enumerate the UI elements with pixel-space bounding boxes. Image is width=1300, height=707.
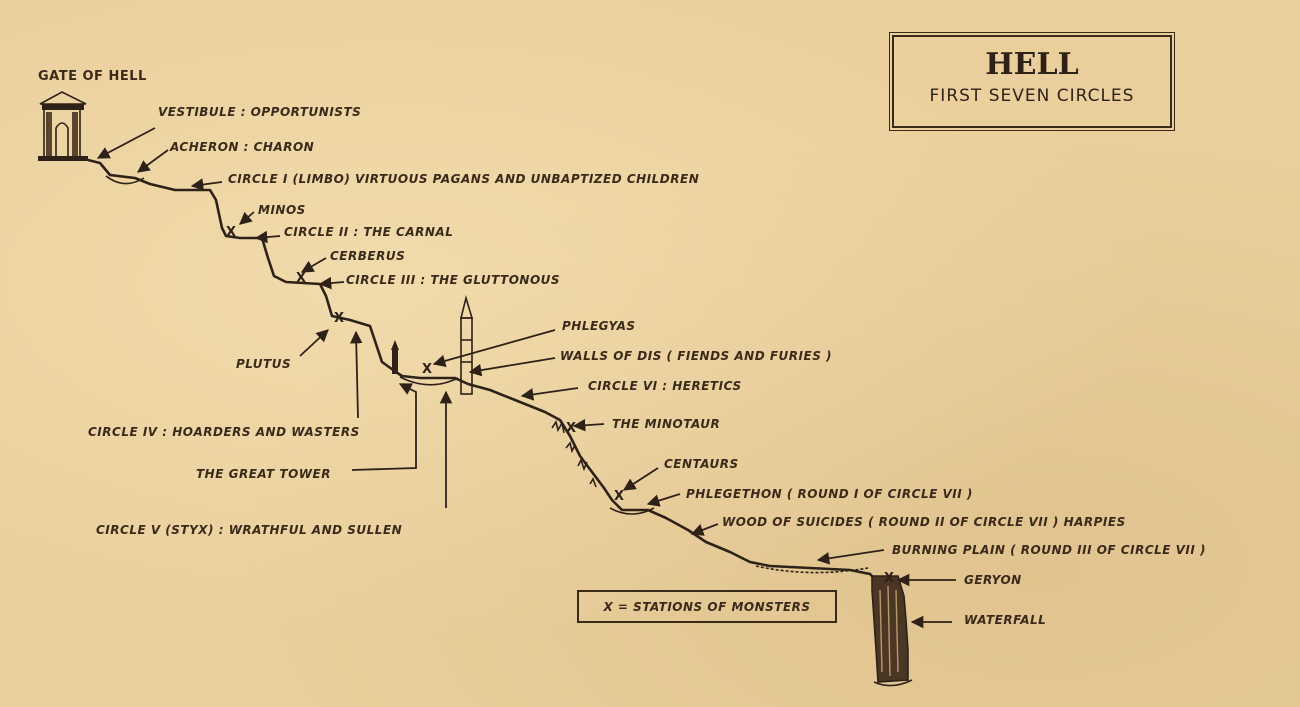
plutus-station-mark: X [334, 311, 344, 326]
label-cerberus: CERBERUS [330, 249, 405, 263]
cerberus-station-mark: X [296, 271, 306, 286]
label-acheron: ACHERON : CHARON [169, 140, 314, 154]
legend-text: X = STATIONS OF MONSTERS [603, 599, 811, 614]
label-wood-of-suicides: WOOD OF SUICIDES ( ROUND II OF CIRCLE VI… [722, 515, 1126, 529]
acheron-river [105, 175, 145, 185]
label-circle-3: CIRCLE III : THE GLUTTONOUS [346, 273, 560, 287]
waterfall-icon [871, 575, 913, 687]
label-circle-4: CIRCLE IV : HOARDERS AND WASTERS [88, 425, 360, 439]
legend-box: X = STATIONS OF MONSTERS [577, 590, 837, 623]
label-walls-of-dis: WALLS OF DIS ( FIENDS AND FURIES ) [560, 349, 832, 363]
phlegethon-river [609, 507, 655, 515]
label-plutus: PLUTUS [236, 357, 291, 371]
minos-station-mark: X [226, 225, 236, 240]
label-phlegyas: PHLEGYAS [562, 319, 636, 333]
label-gate-of-hell: GATE OF HELL [38, 69, 147, 84]
label-circle-5: CIRCLE V (STYX) : WRATHFUL AND SULLEN [96, 523, 402, 537]
phlegyas-station-mark: X [422, 362, 432, 377]
label-minotaur: THE MINOTAUR [612, 417, 720, 431]
centaurs-station-mark: X [614, 489, 624, 504]
geryon-station-mark: X [884, 571, 894, 586]
minotaur-station-mark: X [566, 421, 576, 436]
label-circle-6: CIRCLE VI : HERETICS [588, 379, 742, 393]
label-burning-plain: BURNING PLAIN ( ROUND III OF CIRCLE VII … [892, 543, 1206, 557]
label-centaurs: CENTAURS [664, 457, 739, 471]
label-great-tower: THE GREAT TOWER [196, 467, 331, 481]
burning-plain [755, 565, 869, 574]
styx-marsh [399, 376, 459, 386]
label-minos: MINOS [258, 203, 306, 217]
walls-of-dis-icon [459, 294, 474, 395]
wood-of-suicides-trees [551, 420, 597, 488]
page-subtitle: FIRST SEVEN CIRCLES [929, 86, 1135, 106]
label-geryon: GERYON [964, 573, 1022, 587]
title-box: HELL FIRST SEVEN CIRCLES [889, 32, 1175, 131]
callout-arrows [96, 127, 956, 629]
label-circle-2: CIRCLE II : THE CARNAL [284, 225, 453, 239]
label-vestibule: VESTIBULE : OPPORTUNISTS [158, 105, 361, 119]
label-phlegethon: PHLEGETHON ( ROUND I OF CIRCLE VII ) [686, 487, 973, 501]
page-title: HELL [985, 47, 1079, 82]
label-circle-1: CIRCLE I (LIMBO) VIRTUOUS PAGANS AND UNB… [228, 172, 699, 186]
label-waterfall: WATERFALL [964, 613, 1046, 627]
great-tower-icon [391, 340, 399, 374]
gate-of-hell-icon [38, 91, 88, 161]
